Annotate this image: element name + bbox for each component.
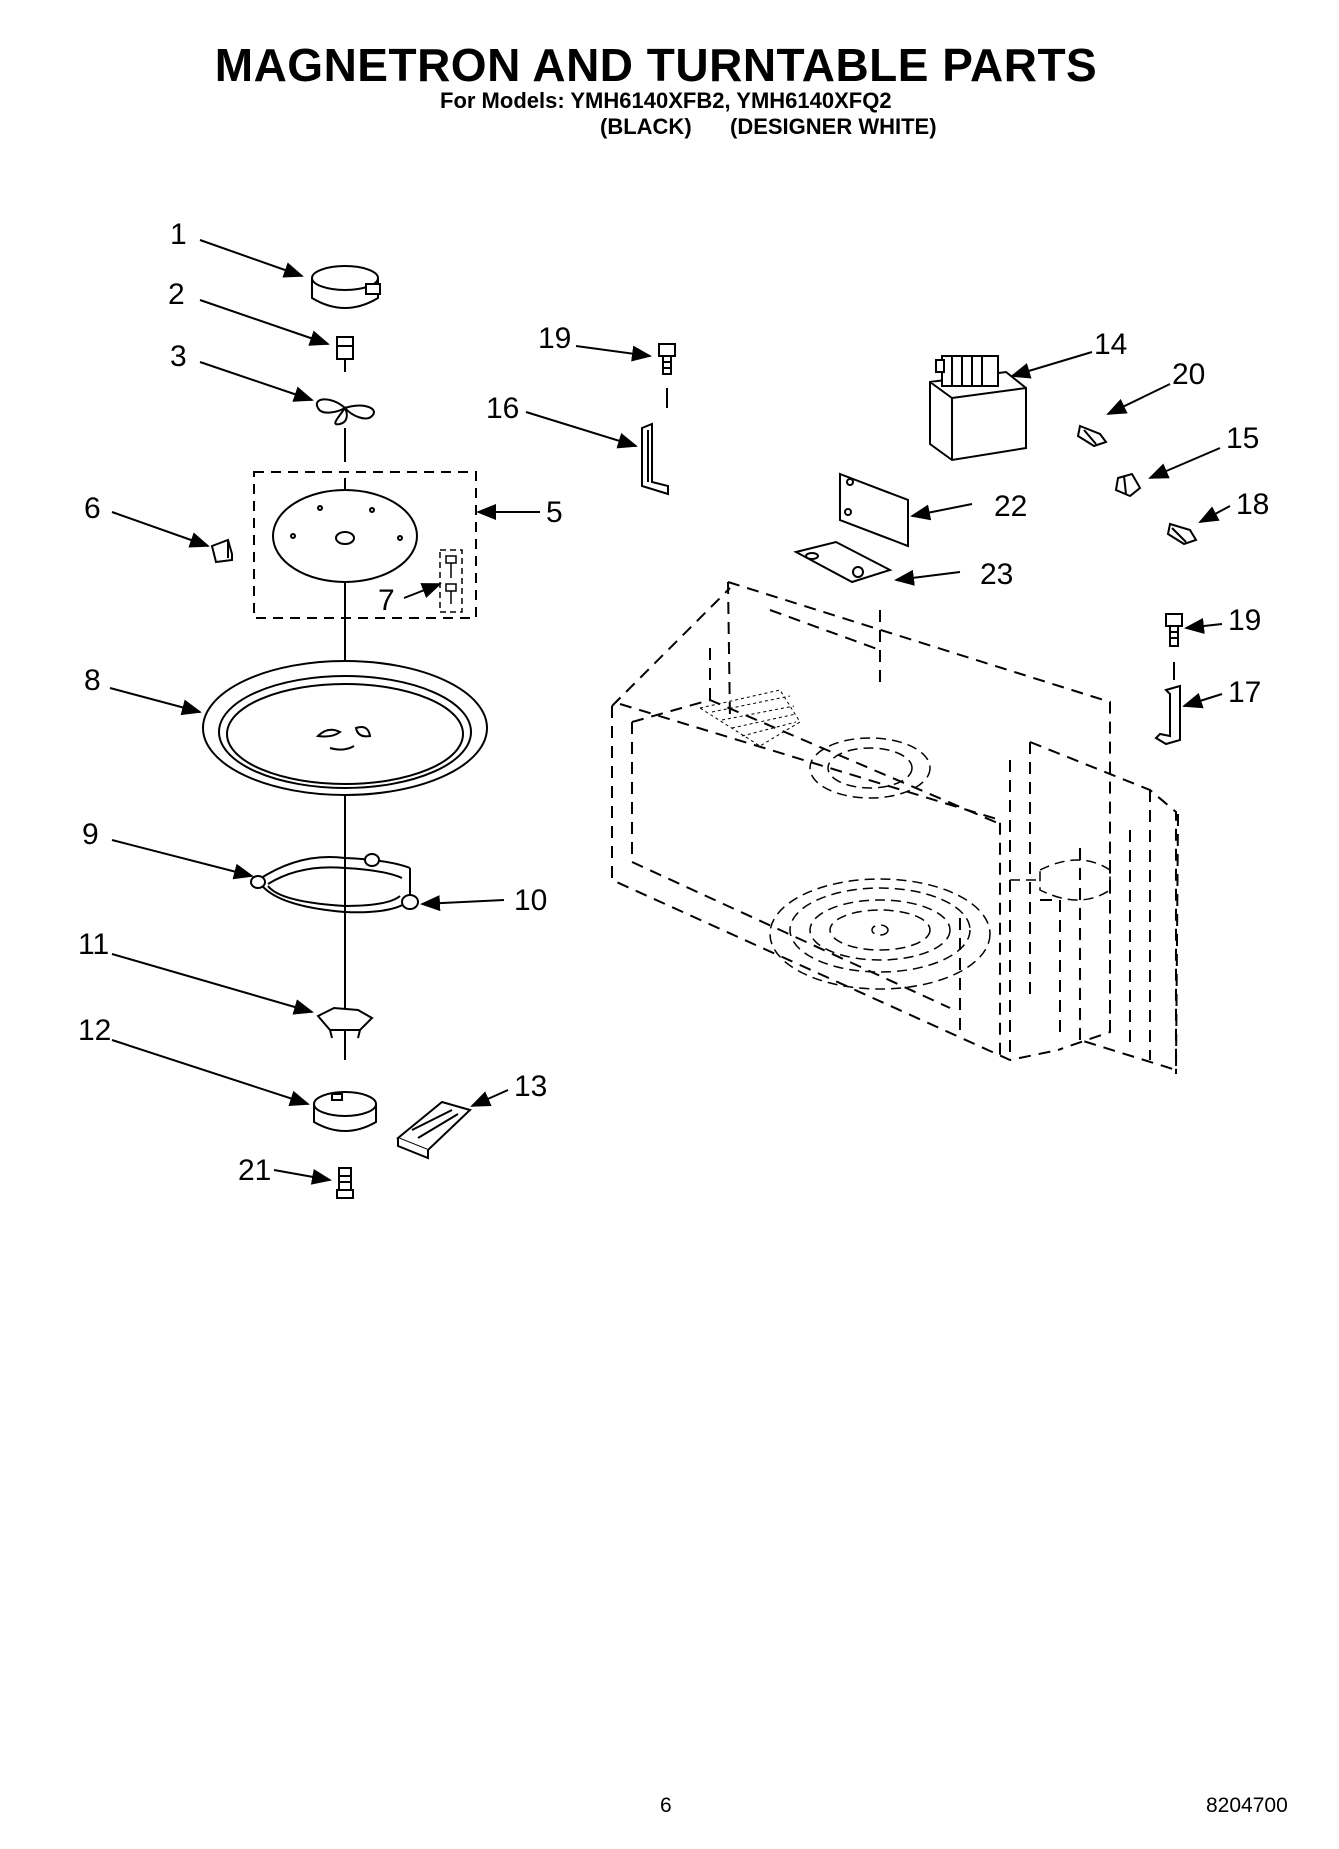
callout-5: 5 [546, 496, 563, 529]
screw-part [1166, 522, 1198, 546]
screw-part [1165, 613, 1183, 680]
document-number: 8204700 [1206, 1794, 1288, 1817]
screw-part [445, 555, 457, 604]
callout-14: 14 [1094, 328, 1127, 361]
callout-2: 2 [168, 278, 185, 311]
callout-arrow [1184, 618, 1223, 634]
callout-arrow [1010, 351, 1093, 379]
turntable-motor-part [313, 1091, 377, 1132]
roller-ring-part [250, 853, 419, 914]
transformer-part [929, 355, 1027, 462]
callout-arrow [525, 411, 638, 449]
clip-part [210, 538, 233, 564]
callout-23: 23 [980, 558, 1013, 591]
callout-9: 9 [82, 818, 99, 851]
fan-blade-part [315, 398, 375, 426]
callout-arrow [199, 299, 330, 346]
callout-arrow [1198, 505, 1231, 523]
variant-black: (BLACK) [600, 114, 692, 139]
callout-13: 13 [514, 1070, 547, 1103]
callout-arrow [420, 895, 505, 912]
mount-part [793, 540, 893, 584]
callout-1: 1 [170, 218, 187, 251]
callout-10: 10 [514, 884, 547, 917]
bracket-part [1154, 684, 1181, 746]
screw-part [336, 1167, 354, 1199]
coupling-part [316, 1006, 374, 1039]
kit-outline [253, 471, 477, 619]
variant-designer-white: (DESIGNER WHITE) [730, 114, 937, 139]
screw-part [1076, 424, 1108, 448]
callout-arrow [403, 583, 442, 599]
callout-arrow [111, 511, 210, 548]
callout-7: 7 [378, 584, 395, 617]
callout-8: 8 [84, 664, 101, 697]
turntable-tray-part [202, 660, 488, 796]
callout-20: 20 [1172, 358, 1205, 391]
cavity-outline [611, 581, 1179, 1074]
coupler-part [336, 336, 354, 372]
callout-arrow [109, 687, 202, 716]
callout-6: 6 [84, 492, 101, 525]
bracket-part [641, 422, 669, 496]
callout-15: 15 [1226, 422, 1259, 455]
callout-arrow [111, 1039, 310, 1107]
callout-arrow [910, 503, 973, 521]
callout-arrow [470, 1089, 509, 1107]
models-line: For Models: YMH6140XFB2, YMH6140XFQ2 [440, 88, 892, 113]
callout-11: 11 [78, 928, 109, 961]
mounting-plate-part [272, 489, 418, 583]
cavity-turntable-outline [769, 737, 1111, 990]
page-number: 6 [660, 1794, 672, 1817]
callout-arrow [1148, 447, 1221, 479]
callout-16: 16 [486, 392, 519, 425]
motor-part [311, 265, 381, 309]
connector-part [396, 1100, 472, 1160]
callout-17: 17 [1228, 676, 1261, 709]
callout-22: 22 [994, 490, 1027, 523]
vent-grille [698, 689, 801, 747]
callout-arrow [1106, 383, 1171, 415]
callout-arrow [199, 239, 304, 278]
callout-arrow [111, 839, 254, 880]
callout-arrow [575, 345, 652, 362]
callout-arrow [199, 361, 314, 402]
callout-21: 21 [238, 1154, 271, 1187]
cover-plate-part [839, 472, 909, 548]
screw-set-outline [439, 549, 463, 613]
screw-part [658, 343, 676, 408]
callout-18: 18 [1236, 488, 1269, 521]
callout-arrow [1182, 692, 1223, 709]
callout-3: 3 [170, 340, 187, 373]
callout-19-upper: 19 [538, 322, 571, 355]
page-title: MAGNETRON AND TURNTABLE PARTS [214, 39, 1098, 91]
callout-19-right: 19 [1228, 604, 1261, 637]
sensor-part [1114, 472, 1142, 498]
callout-arrow [894, 569, 961, 586]
callout-12: 12 [78, 1014, 111, 1047]
callout-arrow [111, 953, 314, 1015]
callout-arrow [273, 1168, 332, 1185]
